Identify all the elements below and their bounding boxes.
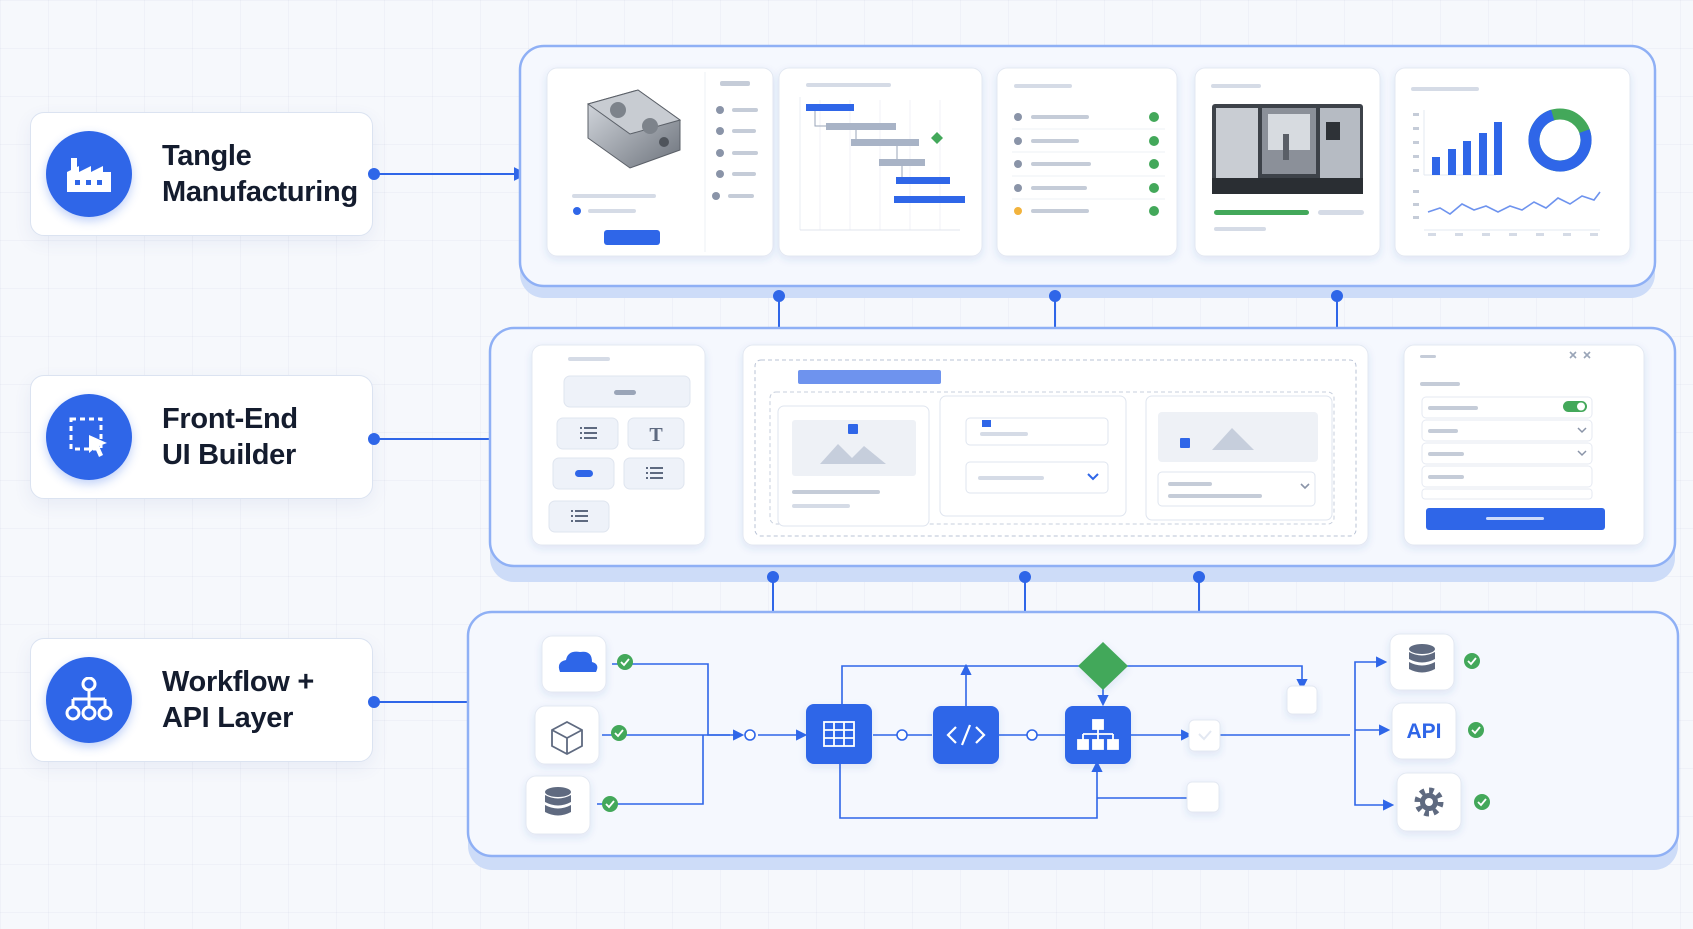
property-input-row[interactable] bbox=[1421, 465, 1593, 488]
canvas-drop-zone bbox=[754, 359, 1357, 537]
wire-junctions bbox=[744, 729, 1038, 741]
gear-icon bbox=[1414, 787, 1444, 817]
cursor-select-icon bbox=[46, 394, 132, 480]
code-icon bbox=[946, 724, 986, 746]
code-script-node[interactable] bbox=[933, 706, 999, 764]
palette-block-list-2[interactable] bbox=[623, 457, 685, 490]
image-placeholder-icon bbox=[1212, 428, 1254, 450]
check-icon bbox=[1468, 722, 1484, 738]
layer-title-line2: Manufacturing bbox=[162, 176, 358, 208]
property-toggle-row[interactable] bbox=[1421, 396, 1593, 419]
hierarchy-icon bbox=[1077, 719, 1119, 750]
factory-icon bbox=[46, 131, 132, 217]
check-icon bbox=[617, 654, 633, 670]
card-header-line bbox=[1211, 84, 1261, 88]
chevron-down-icon bbox=[1300, 483, 1310, 490]
layer-label-ui-builder: Front-End UI Builder bbox=[30, 375, 373, 499]
list-icon bbox=[571, 510, 588, 522]
properties-tab-label bbox=[1420, 355, 1436, 358]
layer-title-line1: Front-End bbox=[162, 403, 298, 435]
api-output-node[interactable] bbox=[1391, 702, 1457, 760]
list-icon bbox=[580, 427, 597, 439]
task-checklist bbox=[1012, 84, 1165, 216]
merge-node[interactable] bbox=[1188, 719, 1221, 752]
part-model-card[interactable] bbox=[546, 67, 774, 257]
database-icon bbox=[545, 787, 571, 816]
donut-chart-mini bbox=[1528, 108, 1592, 172]
close-icon[interactable] bbox=[1569, 351, 1591, 359]
part-meta-line bbox=[572, 194, 656, 198]
card-header-line bbox=[1411, 87, 1479, 91]
palette-block-toggle[interactable] bbox=[552, 457, 615, 490]
layer-title-line1: Workflow + bbox=[162, 666, 314, 698]
bar-chart-mini bbox=[1413, 110, 1502, 176]
cloud-icon bbox=[558, 651, 598, 672]
decision-diamond[interactable] bbox=[1078, 642, 1128, 690]
layer-label-workflow-api: Workflow + API Layer bbox=[30, 638, 373, 762]
settings-output-node[interactable] bbox=[1396, 772, 1462, 832]
property-input-row[interactable] bbox=[1421, 488, 1593, 500]
text-tool-icon: T bbox=[649, 424, 663, 446]
properties-title bbox=[1420, 382, 1460, 386]
cnc-machine-photo bbox=[1212, 104, 1363, 194]
chevron-down-icon bbox=[1087, 473, 1099, 481]
database-icon bbox=[1409, 644, 1435, 673]
layer-label-manufacturing: Tangle Manufacturing bbox=[30, 112, 373, 236]
palette-block-list-3[interactable] bbox=[548, 500, 610, 533]
machine-progress-rest bbox=[1318, 210, 1364, 215]
line-chart-mini bbox=[1413, 190, 1601, 236]
layer-title-line1: Tangle bbox=[162, 140, 252, 172]
canvas-header-bar[interactable] bbox=[798, 370, 941, 384]
check-icon bbox=[1464, 653, 1480, 669]
image-widget[interactable] bbox=[777, 405, 930, 527]
package-icon bbox=[551, 720, 583, 756]
workflow-wires bbox=[597, 656, 1395, 819]
database-output-node[interactable] bbox=[1389, 633, 1455, 691]
property-select-row[interactable] bbox=[1421, 419, 1593, 442]
property-select-row[interactable] bbox=[1421, 442, 1593, 465]
palette-title bbox=[568, 357, 610, 361]
palette-block-button[interactable] bbox=[563, 375, 691, 408]
button-label-line bbox=[1486, 517, 1544, 520]
gantt-chart bbox=[799, 83, 965, 231]
check-icon bbox=[602, 796, 618, 812]
hierarchy-router-node[interactable] bbox=[1065, 706, 1131, 764]
cloud-source-node[interactable] bbox=[541, 635, 607, 693]
machined-part-image bbox=[586, 89, 682, 169]
layer-title-line2: API Layer bbox=[162, 702, 294, 734]
table-transform-node[interactable] bbox=[806, 704, 872, 764]
package-source-node[interactable] bbox=[534, 705, 600, 765]
canvas-section-zone bbox=[769, 391, 1335, 525]
analytics-dashboard-card[interactable] bbox=[1394, 67, 1631, 257]
list-icon bbox=[646, 467, 663, 479]
palette-block-list[interactable] bbox=[556, 417, 619, 450]
chevron-down-icon bbox=[1577, 450, 1587, 457]
machine-meta-line bbox=[1214, 227, 1266, 231]
part-meta-line bbox=[588, 209, 636, 213]
table-grid-icon bbox=[823, 721, 855, 747]
form-widget[interactable] bbox=[939, 395, 1127, 517]
loop-end-node[interactable] bbox=[1186, 781, 1220, 813]
media-form-widget[interactable] bbox=[1145, 395, 1333, 521]
branch-node[interactable] bbox=[1286, 685, 1318, 715]
palette-block-text[interactable]: T bbox=[627, 417, 685, 450]
layer-title-line2: UI Builder bbox=[162, 439, 296, 471]
part-status-dot bbox=[573, 207, 581, 215]
check-icon bbox=[1474, 794, 1490, 810]
chevron-down-icon bbox=[1577, 427, 1587, 434]
machine-progress-bar bbox=[1214, 210, 1309, 215]
layer-connector-arrows bbox=[368, 167, 528, 709]
api-label: API bbox=[1406, 720, 1441, 743]
part-action-button[interactable] bbox=[604, 230, 660, 245]
hierarchy-icon bbox=[46, 657, 132, 743]
image-placeholder-icon bbox=[820, 444, 886, 464]
database-source-node[interactable] bbox=[525, 775, 591, 835]
check-icon bbox=[611, 725, 627, 741]
part-model-sidebar bbox=[712, 81, 758, 200]
